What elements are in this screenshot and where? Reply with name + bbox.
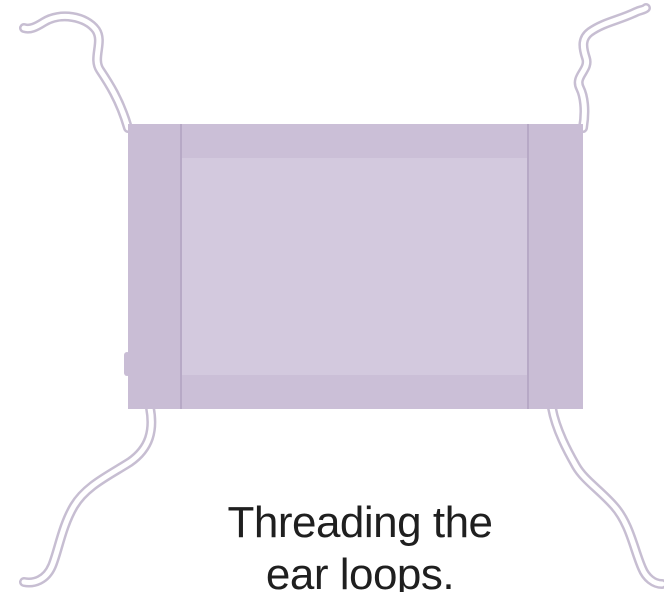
ear-loop-top-right: [579, 8, 646, 128]
mask-top-band: [181, 124, 528, 158]
mask-fabric: [128, 124, 583, 409]
caption: Threading the ear loops.: [130, 497, 590, 592]
mask-body: [124, 124, 583, 409]
mask-bottom-band: [181, 375, 528, 409]
caption-line-1: Threading the: [130, 497, 590, 549]
ear-loop-top-left: [24, 16, 128, 128]
mask-right-panel: [528, 124, 583, 409]
mask-left-tab: [124, 352, 130, 376]
mask-left-panel: [128, 124, 181, 409]
caption-line-2: ear loops.: [130, 549, 590, 592]
